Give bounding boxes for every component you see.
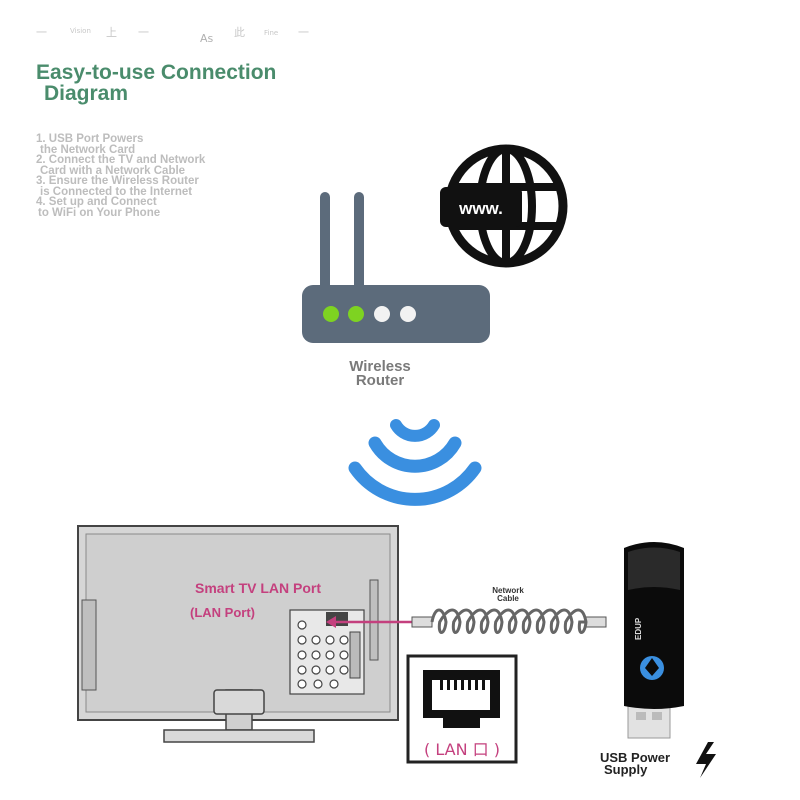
header-fragment: As [200, 32, 214, 45]
network-cable-label: Network Cable [478, 587, 538, 603]
cable-label-line2: Cable [497, 594, 519, 603]
header-fragments: 一 Vision 上 一 As 此 Fine 一 [36, 24, 336, 45]
title-line2: Diagram [44, 82, 129, 105]
usb-label-line1: USB Power [600, 750, 671, 765]
diagram-title: Easy-to-use Connection Diagram [36, 62, 366, 104]
network-cable [411, 608, 607, 634]
step-line: to WiFi on Your Phone [38, 206, 161, 219]
www-badge [440, 187, 522, 227]
usb-power-label: USB Power Supply [600, 750, 710, 777]
step-line: is Connected to the Internet [40, 185, 193, 198]
tv-lan-port-label: (LAN Port) [190, 605, 255, 620]
usb-label-line2: Supply [604, 762, 648, 777]
header-fragment: 一 [138, 26, 149, 39]
header-fragment: 上 [106, 26, 117, 39]
router-label-line2: Router [355, 372, 405, 389]
title-line1: Easy-to-use Connection [36, 61, 277, 84]
power-bolt-icon [696, 742, 716, 778]
router-icon [302, 192, 490, 343]
lan-port-closeup [406, 654, 518, 764]
header-fragment: 一 [36, 26, 47, 39]
header-fragment: 一 [298, 26, 309, 39]
steps-list: 1. USB Port Powers the Network Card 2. C… [36, 134, 276, 218]
step-line: 2. Connect the TV and Network [36, 154, 206, 166]
step-line: the Network Card [40, 143, 136, 156]
usb-adapter [624, 542, 684, 739]
router-label-line1: Wireless [349, 358, 411, 375]
tv-lan-label: Smart TV LAN Port [195, 580, 322, 596]
header-fragment: Vision [70, 27, 91, 35]
usb-brand-label: EDUP [634, 617, 643, 640]
step-line: 1. USB Port Powers [36, 133, 144, 145]
wifi-signal-icon [348, 419, 482, 506]
step-line: 4. Set up and Connect [36, 196, 157, 208]
header-fragment: 此 [234, 26, 245, 39]
www-text: www. [458, 199, 503, 218]
step-line: Card with a Network Cable [40, 164, 186, 177]
tv-back-illustration [77, 525, 412, 743]
globe-icon: www. [440, 144, 568, 268]
lan-box-label: ( LAN 口 ) [424, 740, 500, 759]
step-line: 3. Ensure the Wireless Router [36, 175, 199, 187]
header-fragment: Fine [264, 29, 279, 37]
cable-label-line1: Network [492, 586, 524, 595]
router-label: Wireless Router [320, 358, 440, 389]
